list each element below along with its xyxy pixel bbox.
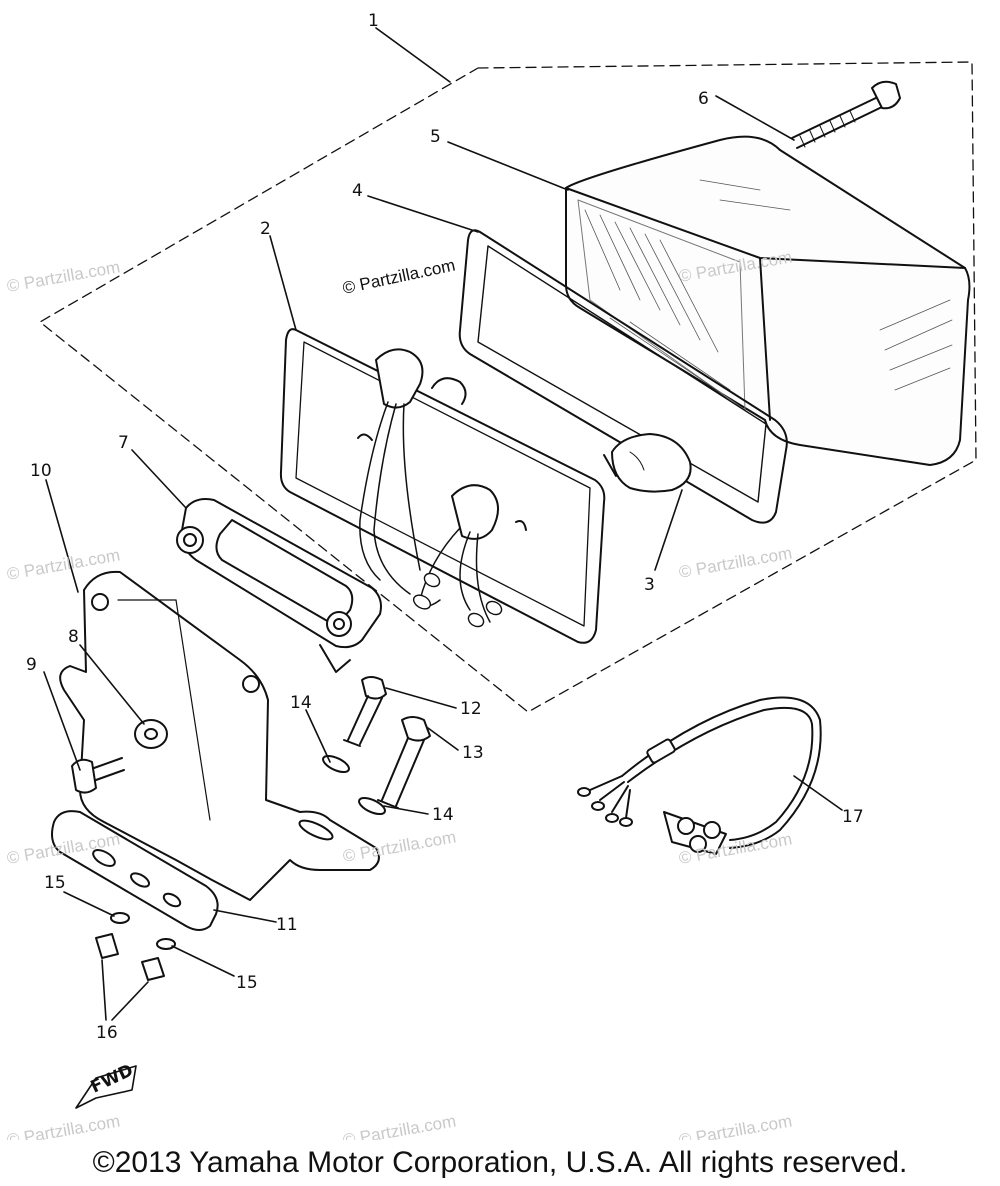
- callout-12: 12: [460, 699, 482, 719]
- callout-16: 16: [96, 1023, 118, 1043]
- callout-3: 3: [644, 575, 655, 595]
- callout-15-left: 15: [44, 873, 66, 893]
- callout-1: 1: [368, 11, 379, 31]
- callout-4: 4: [352, 181, 363, 201]
- cap-nut-16-left: [95, 933, 119, 959]
- watermark-faint-1: © Partzilla.com: [5, 257, 121, 296]
- callout-9: 9: [26, 655, 37, 675]
- callout-7: 7: [118, 433, 129, 453]
- callout-8: 8: [68, 627, 79, 647]
- nut-14-lower: [358, 796, 386, 816]
- watermark-faint-9: © Partzilla.com: [341, 1111, 457, 1140]
- housing-base-part: [279, 328, 606, 644]
- cap-nut-16-right: [141, 957, 165, 981]
- nut-15-left: [110, 912, 130, 924]
- bolt-part: [71, 757, 125, 794]
- callout-10: 10: [30, 461, 52, 481]
- nut-15-right: [156, 938, 176, 950]
- wire-harness-17: [577, 696, 822, 855]
- nut-14-upper: [322, 754, 350, 774]
- wire-harness-internal: [359, 401, 491, 623]
- callout-15-right: 15: [236, 973, 258, 993]
- watermark-center: © Partzilla.com: [341, 256, 457, 298]
- shoulder-bolt-12: [343, 676, 387, 747]
- watermark-faint-6: © Partzilla.com: [341, 827, 457, 866]
- fwd-arrow-icon: FWD: [75, 1061, 137, 1109]
- callout-2: 2: [260, 219, 271, 239]
- watermark-faint-4: © Partzilla.com: [677, 543, 793, 582]
- gasket-part: [458, 229, 788, 524]
- callout-6: 6: [698, 89, 709, 109]
- callout-17: 17: [842, 807, 864, 827]
- callout-14-upper: 14: [290, 693, 312, 713]
- assembly-dashed-boundary: [39, 61, 977, 713]
- watermark-faint-10: © Partzilla.com: [677, 1111, 793, 1140]
- callout-5: 5: [430, 127, 441, 147]
- plate-light-part: [51, 810, 219, 931]
- callout-labels: 1 2 3 4 5 6 7 8 9 10 11 12 13 14 14 15 1…: [26, 11, 864, 1043]
- shoulder-bolt-13: [377, 716, 431, 809]
- bracket-ring-part: [176, 498, 382, 673]
- bulb-part: [603, 433, 692, 493]
- screw-part: [791, 80, 901, 149]
- washer-part: [134, 719, 168, 749]
- leader-lines: [43, 27, 843, 1021]
- callout-14-lower: 14: [432, 805, 454, 825]
- callout-11: 11: [276, 915, 298, 935]
- copyright-notice: ©2013 Yamaha Motor Corporation, U.S.A. A…: [92, 1146, 908, 1179]
- tail-light-exploded-diagram: FWD 1 2 3 4 5 6 7 8 9 10 11 12: [5, 11, 977, 1140]
- watermark-faint-8: © Partzilla.com: [5, 1111, 121, 1140]
- callout-13: 13: [462, 743, 484, 763]
